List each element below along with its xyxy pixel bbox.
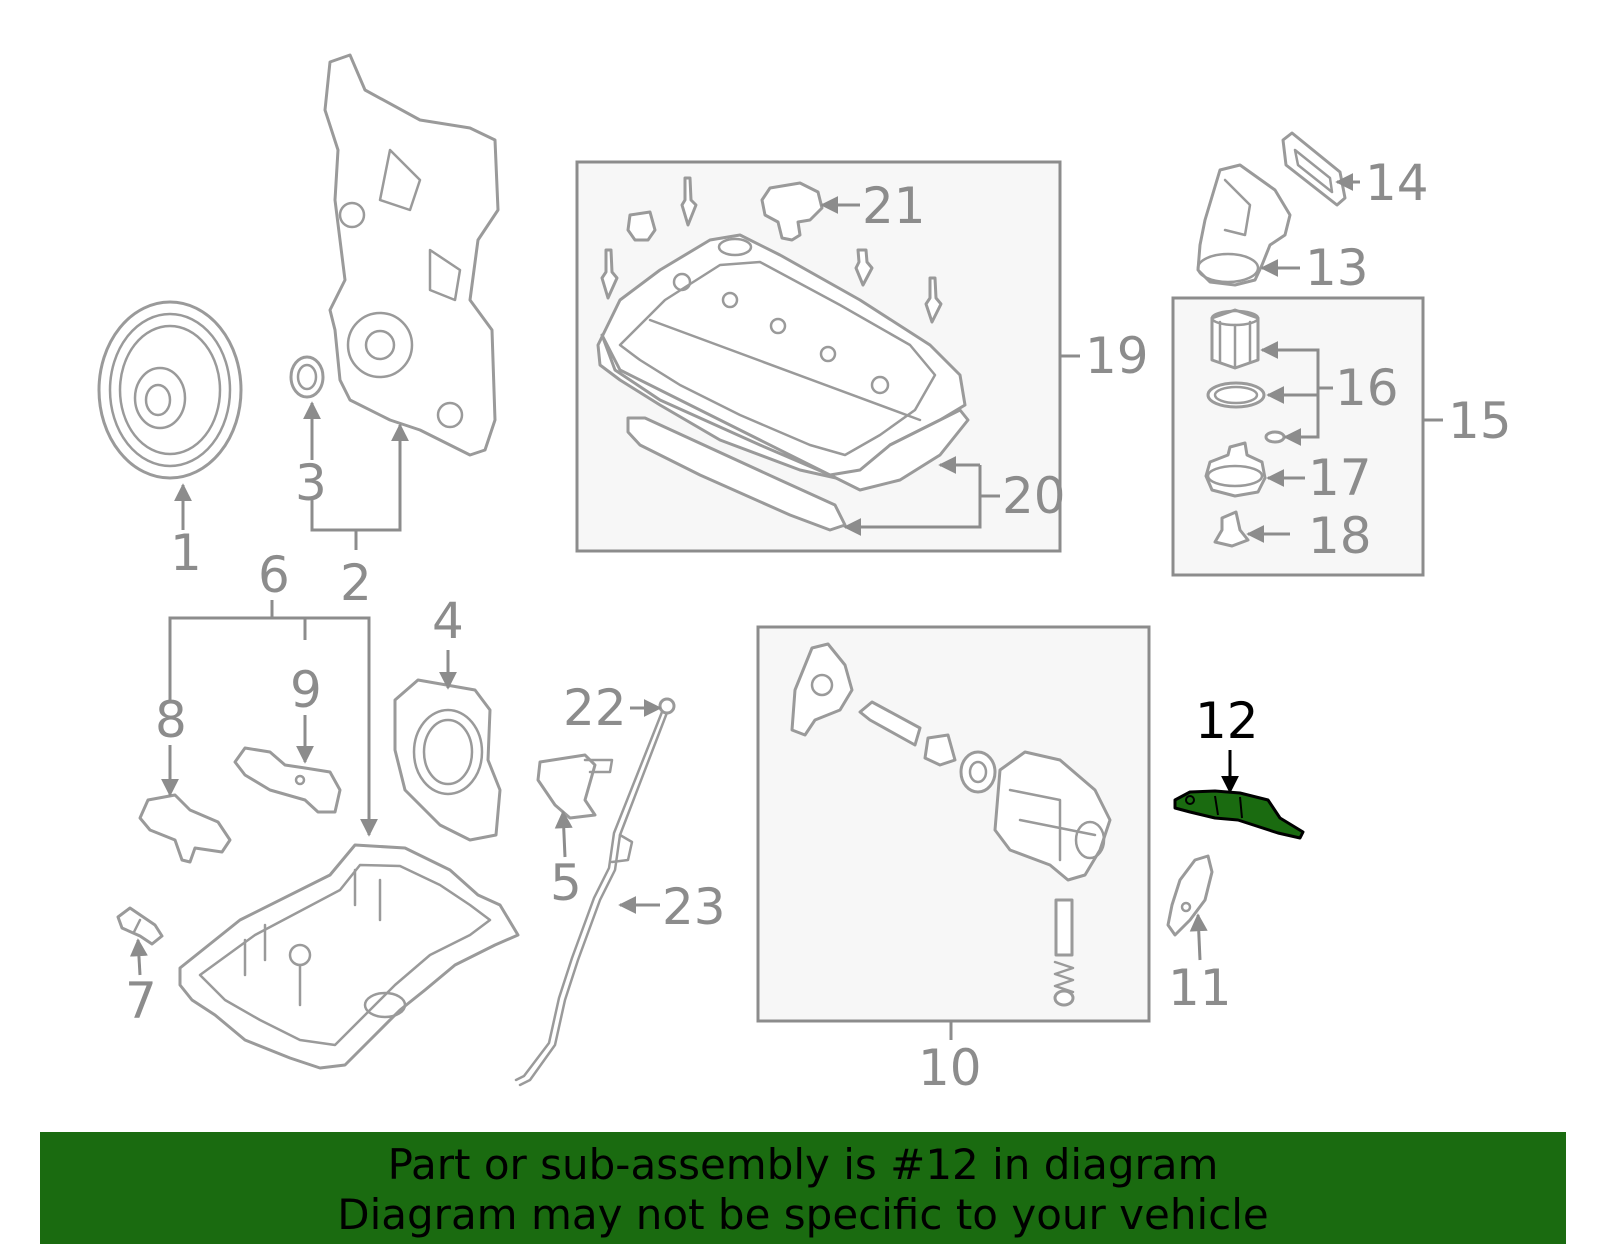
oil-pan-part[interactable]: [178, 843, 520, 1070]
timing-cover-part[interactable]: [323, 53, 500, 457]
baffle-part-8[interactable]: [138, 793, 232, 864]
callout-15[interactable]: 15: [1448, 392, 1512, 450]
callout-23[interactable]: 23: [662, 878, 726, 936]
housing-gasket-part[interactable]: [1281, 131, 1347, 207]
callout-1[interactable]: 1: [170, 524, 202, 582]
callout-4[interactable]: 4: [432, 592, 464, 650]
callout-7[interactable]: 7: [125, 972, 157, 1030]
callout-19[interactable]: 19: [1085, 327, 1149, 385]
callout-10[interactable]: 10: [918, 1039, 982, 1097]
callout-11[interactable]: 11: [1168, 959, 1232, 1017]
callout-14[interactable]: 14: [1365, 154, 1429, 212]
sensor-part-7[interactable]: [116, 906, 164, 946]
callout-labels: 1 2 3 4 5 6 7 8 9 10 11 12 13 14 15 16 1…: [125, 154, 1512, 1097]
callout-3[interactable]: 3: [295, 454, 327, 512]
callout-5[interactable]: 5: [550, 854, 582, 912]
valve-cover-gasket-part[interactable]: [600, 333, 970, 532]
callout-6[interactable]: 6: [258, 546, 290, 604]
crank-pulley-part[interactable]: [97, 300, 243, 480]
info-banner: Part or sub-assembly is #12 in diagram D…: [40, 1132, 1566, 1244]
banner-line-1: Part or sub-assembly is #12 in diagram: [387, 1140, 1219, 1189]
callout-9[interactable]: 9: [290, 661, 322, 719]
baffle-part-9[interactable]: [233, 746, 342, 814]
banner-line-2: Diagram may not be specific to your vehi…: [337, 1190, 1269, 1239]
leader-lines: [129, 173, 1443, 1040]
oil-pump-gasket-part[interactable]: [1166, 854, 1214, 937]
filter-o-ring-part[interactable]: [1206, 381, 1266, 409]
oil-filter-housing-part[interactable]: [1196, 163, 1292, 287]
small-o-ring-part[interactable]: [1264, 430, 1286, 444]
oil-pump-assembly-part[interactable]: [790, 642, 1112, 1007]
callout-2[interactable]: 2: [340, 554, 372, 612]
valve-cover-bolts: [600, 176, 943, 324]
highlighted-part-12[interactable]: [1173, 789, 1305, 840]
drain-plug-part[interactable]: [1213, 510, 1250, 548]
callout-16[interactable]: 16: [1335, 359, 1399, 417]
dipstick-tube-part[interactable]: [514, 697, 676, 1087]
callout-17[interactable]: 17: [1308, 449, 1372, 507]
callout-21[interactable]: 21: [862, 177, 926, 235]
callout-20[interactable]: 20: [1002, 467, 1066, 525]
bracket-part-5[interactable]: [536, 753, 614, 820]
oil-filter-element-part[interactable]: [1210, 308, 1260, 370]
callout-18[interactable]: 18: [1308, 507, 1372, 565]
callout-12[interactable]: 12: [1195, 692, 1259, 750]
oil-filler-cap-part[interactable]: [760, 181, 824, 242]
callout-22[interactable]: 22: [563, 679, 627, 737]
callout-13[interactable]: 13: [1305, 239, 1369, 297]
rear-seal-cover-part[interactable]: [393, 678, 502, 842]
filter-cap-part[interactable]: [1204, 441, 1267, 498]
callout-8[interactable]: 8: [155, 691, 187, 749]
front-seal-part[interactable]: [289, 355, 325, 399]
